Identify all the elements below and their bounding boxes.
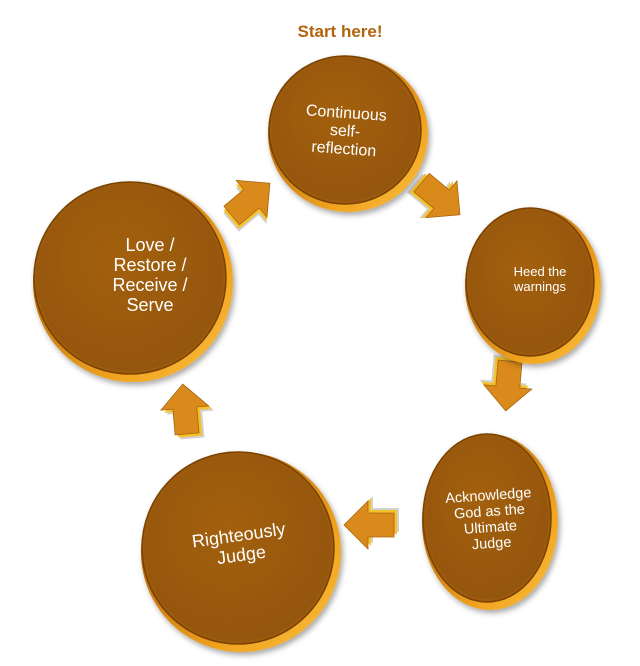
- arrow-face: [413, 172, 461, 219]
- node-face-inner: [469, 211, 591, 353]
- node-acknowledge-god: [422, 433, 558, 610]
- arrow-down-icon: [479, 354, 533, 412]
- arrow-face: [223, 179, 271, 226]
- node-heed-the-warnings: [465, 207, 601, 364]
- start-here-label: Start here!: [297, 22, 383, 41]
- node-face-inner: [37, 185, 223, 371]
- arrow-face: [343, 500, 395, 550]
- arrows-layer: [159, 172, 533, 550]
- arrow-up-right-icon: [223, 179, 271, 232]
- node-label-acknowledge-god: Acknowledge God as the Ultimate Judge: [444, 484, 532, 554]
- node-label-heed-the-warnings: Heed the warnings: [513, 264, 567, 294]
- arrow-left-icon: [343, 496, 399, 550]
- node-face-inner: [272, 59, 418, 201]
- arrow-up-icon: [159, 383, 215, 440]
- node-label-continuous-self-reflection: Continuous self- reflection: [305, 102, 388, 161]
- node-love-restore-receive-serve: [33, 181, 233, 382]
- node-righteously-judge: [141, 451, 341, 652]
- arrow-down-right-icon: [406, 172, 461, 219]
- node-label-love-restore-receive-serve: Love / Restore / Receive / Serve: [112, 234, 188, 316]
- node-face-inner: [145, 455, 331, 641]
- arrow-face: [159, 383, 210, 436]
- nodes-layer: [33, 55, 601, 652]
- node-continuous-self-reflection: [268, 55, 428, 212]
- arrow-face: [482, 359, 533, 412]
- node-face-inner: [426, 437, 548, 599]
